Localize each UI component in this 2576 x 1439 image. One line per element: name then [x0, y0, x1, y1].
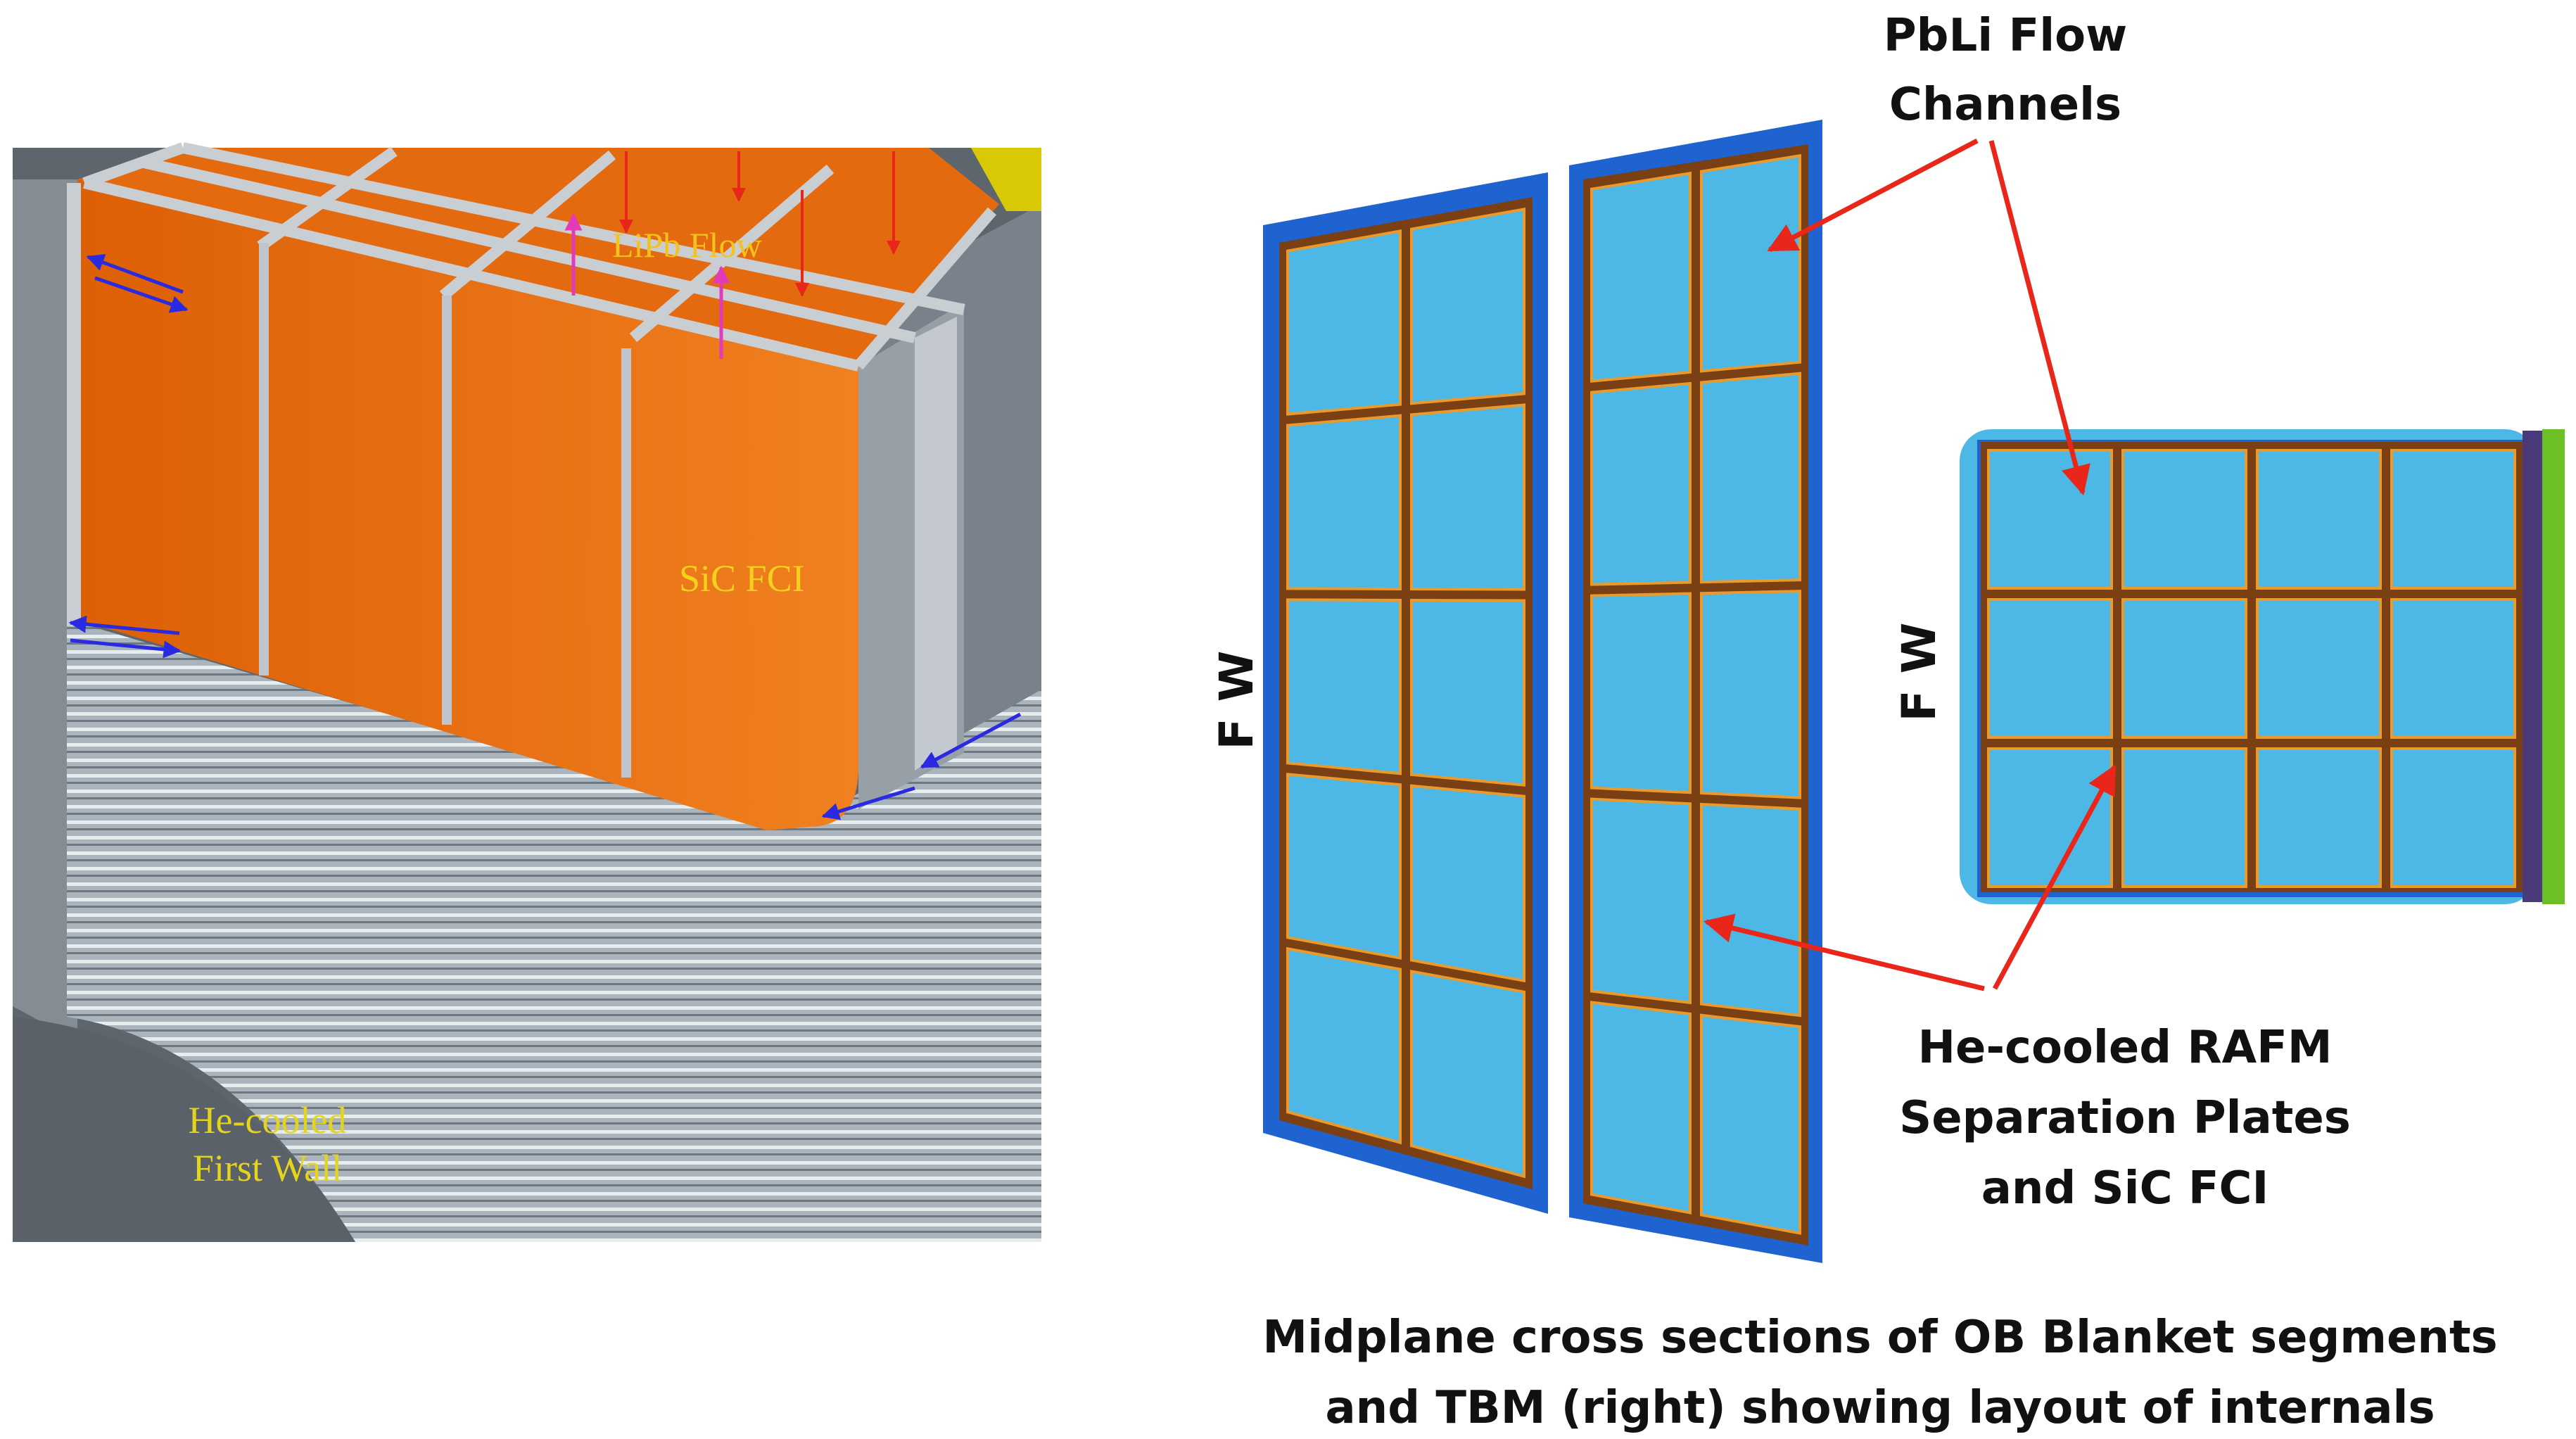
tbm-cell — [1987, 449, 2113, 590]
segment-1-cell — [1410, 784, 1525, 983]
tbm-cell — [2390, 598, 2516, 739]
segment-2-cell — [1590, 1001, 1692, 1215]
segment-2-cell — [1700, 153, 1801, 373]
tbm-cell — [2256, 449, 2382, 590]
segment-1-cell — [1286, 414, 1402, 590]
segment-1-cell — [1410, 403, 1525, 591]
arrow-to-segment-plate — [1703, 913, 1985, 991]
tbm-cell — [1987, 747, 2113, 888]
segment-1-cell — [1410, 208, 1525, 405]
segment-1-cell — [1286, 229, 1402, 416]
cad-view-panel: LiPb Flow SiC FCI He-cooled First Wall — [13, 142, 1041, 1242]
tbm-purple-strip — [2523, 431, 2542, 902]
left-rim — [67, 183, 81, 626]
first-wall-label-line2: First Wall — [193, 1147, 342, 1189]
fw-label-left: F W — [1210, 651, 1264, 750]
pbli-flow-channels-line2: Channels — [1889, 79, 2121, 131]
segment-2-cell — [1700, 590, 1801, 799]
gray-rib-right-2 — [915, 317, 957, 771]
arrow-to-tbm-plate — [1992, 764, 2117, 990]
segment-2-cell — [1700, 802, 1801, 1018]
caption-line1: Midplane cross sections of OB Blanket se… — [1262, 1312, 2497, 1364]
segment-2-cell — [1700, 1013, 1801, 1235]
callout-arrows — [1703, 138, 2117, 991]
tbm-cells — [1987, 449, 2516, 888]
tbm-cell — [2390, 747, 2516, 888]
separation-plates-line1: He-cooled RAFM — [1917, 1022, 2332, 1074]
first-wall-surface — [67, 619, 1041, 1242]
ob-segment-1 — [1263, 172, 1548, 1214]
arrow-to-segment-channel — [1767, 138, 1979, 253]
lipb-flow-arrows — [564, 213, 730, 359]
segment-1-cell — [1286, 946, 1402, 1145]
tbm-cell — [1987, 598, 2113, 739]
segment-1-cell — [1410, 970, 1525, 1179]
segment-2-cell — [1590, 592, 1692, 794]
segment-1-cells — [1286, 208, 1525, 1179]
pbli-flow-channels-line1: PbLi Flow — [1884, 10, 2127, 62]
helium-flow-arrows — [68, 254, 1022, 820]
fci-vertical-ribs — [259, 243, 631, 778]
tbm-cell — [2121, 747, 2247, 888]
lipb-flow-label: LiPb Flow — [612, 225, 762, 265]
tbm-green-strip — [2542, 429, 2565, 904]
sic-fci-label: SiC FCI — [679, 557, 805, 600]
segment-2-cell — [1590, 797, 1692, 1005]
tbm-cell — [2390, 449, 2516, 590]
tbm-cell — [2121, 449, 2247, 590]
ob-segment-2 — [1569, 120, 1822, 1263]
yellow-corner — [971, 148, 1041, 211]
segment-2-cells — [1590, 153, 1801, 1235]
segment-2-cell — [1590, 381, 1692, 586]
segment-1-cell — [1410, 599, 1525, 787]
first-wall-shadow — [13, 1017, 355, 1242]
lipb-return-arrows — [619, 151, 901, 297]
segment-2-cell — [1590, 171, 1692, 383]
first-wall-label-line1: He-cooled — [189, 1099, 347, 1141]
tbm-cell — [2121, 598, 2247, 739]
segment-1-cell — [1286, 598, 1402, 775]
separation-plates-line3: and SiC FCI — [1981, 1162, 2269, 1215]
caption-line2: and TBM (right) showing layout of intern… — [1325, 1382, 2435, 1434]
tbm-section — [1960, 429, 2565, 904]
arrow-to-tbm-channel — [1988, 140, 2090, 496]
fw-label-right: F W — [1892, 623, 1946, 722]
separation-plates-line2: Separation Plates — [1899, 1092, 2351, 1144]
tbm-cell — [2256, 598, 2382, 739]
left-wall — [13, 179, 77, 1041]
segment-2-cell — [1700, 372, 1801, 584]
cross-section-panel: F W F W PbLi Flow Channels He-cooled RAF… — [1210, 10, 2565, 1434]
segment-1-cell — [1286, 773, 1402, 960]
tbm-cell — [2256, 747, 2382, 888]
